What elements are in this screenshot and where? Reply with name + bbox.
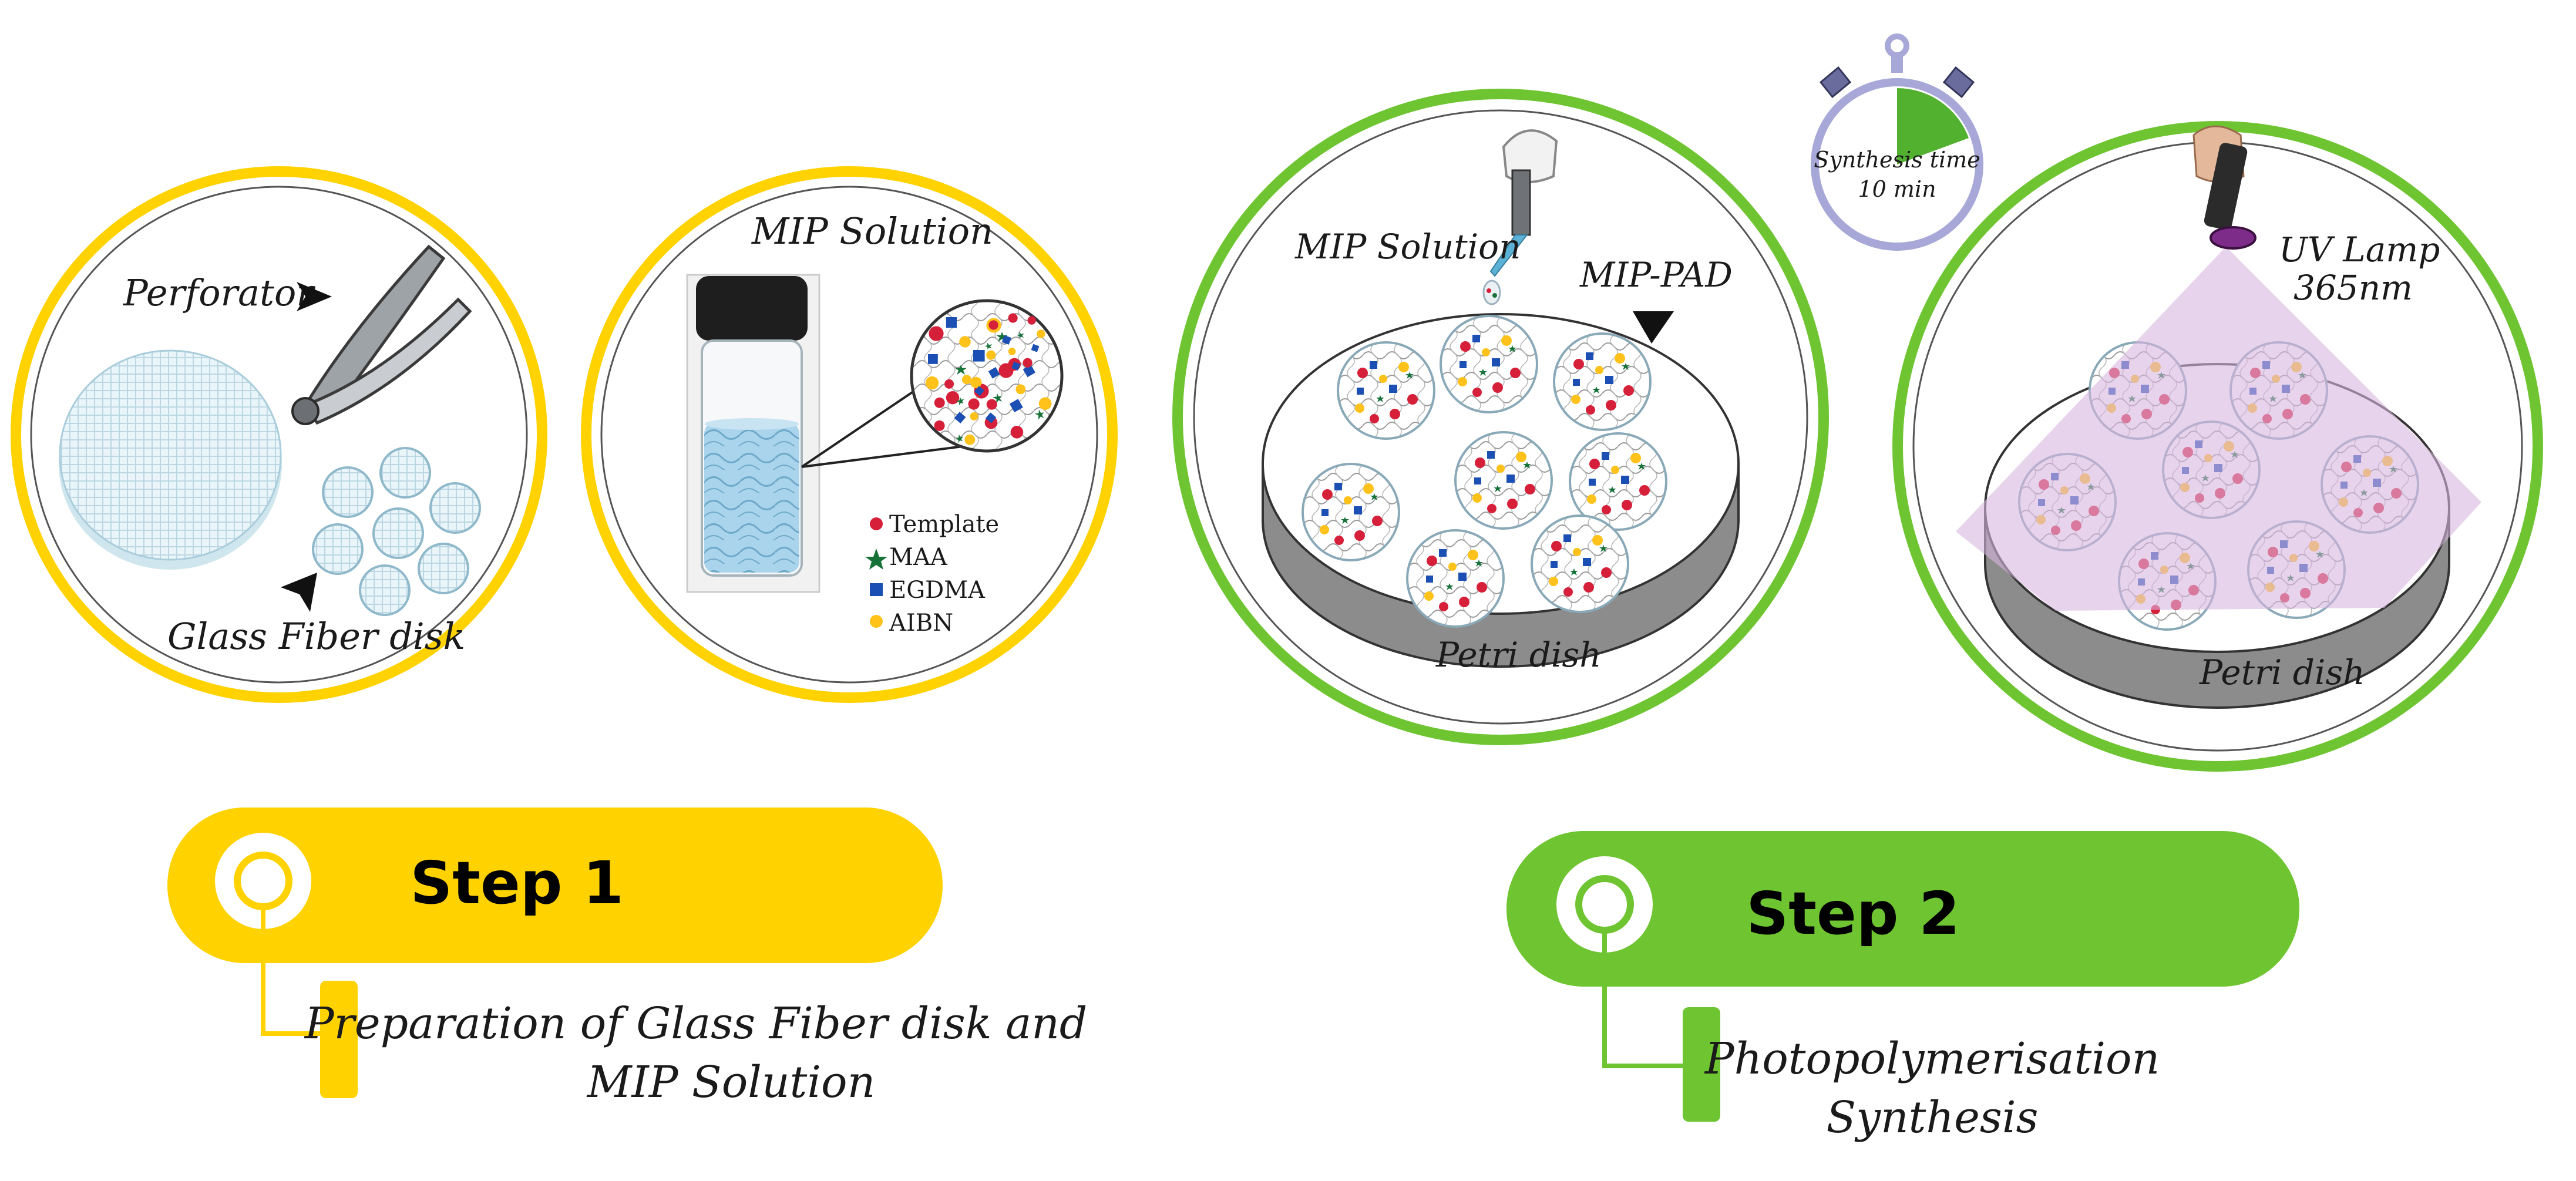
glass-fiber-sheet (59, 349, 282, 570)
glass-fiber-panel: Perforator Glass Fiber disk (11, 166, 547, 703)
maa-marker (865, 549, 887, 570)
magnified-solution (801, 299, 1064, 468)
step1-banner: Step 1 Preparation of Glass Fiber disk a… (167, 807, 1087, 1108)
pipette-icon (1482, 129, 1558, 305)
small-disks (312, 447, 481, 616)
step2-description-line1: Photopolymerisation (1704, 1034, 2160, 1084)
mip-solution-label: MIP Solution (751, 210, 993, 253)
step2-description-line2: Synthesis (1827, 1092, 2039, 1143)
aibn-marker (870, 615, 883, 628)
template-marker (870, 517, 883, 530)
mip-solution-panel: MIP Solution Template MAA EGDMA AIBN (581, 166, 1118, 703)
step1-title: Step 1 (410, 849, 624, 917)
arrow-icon (1633, 311, 1674, 344)
legend-maa: MAA (889, 544, 948, 571)
petri-dish-label-left: Petri dish (1435, 635, 1602, 675)
mip-pad-label: MIP-PAD (1579, 255, 1733, 295)
timer-line1: Synthesis time (1814, 147, 1980, 173)
step2-title: Step 2 (1746, 879, 1960, 948)
legend-egdma: EGDMA (889, 577, 986, 604)
uv-lamp-line2: 365nm (2293, 268, 2413, 308)
arrow-icon (281, 573, 317, 612)
arrow-icon (297, 282, 332, 311)
legend-aibn: AIBN (889, 610, 953, 637)
perforator-icon (291, 244, 472, 425)
stopwatch-icon: Synthesis time 10 min (1811, 33, 1983, 251)
mip-solution-label-step2: MIP Solution (1294, 227, 1521, 267)
legend-template: Template (889, 511, 999, 538)
legend: Template MAA EGDMA AIBN (865, 511, 999, 637)
glass-fiber-label: Glass Fiber disk (167, 615, 465, 658)
uv-panel: Petri dish UV Lamp 365nm (1892, 121, 2543, 772)
timer-line2: 10 min (1858, 176, 1936, 202)
uv-lamp-line1: UV Lamp (2279, 230, 2440, 270)
step1-description-line2: MIP Solution (586, 1057, 876, 1108)
step2-banner: Step 2 Photopolymerisation Synthesis (1506, 831, 2299, 1143)
egdma-marker (870, 583, 883, 596)
petri-dish-label-right: Petri dish (2199, 652, 2365, 692)
petri-dish-panel: Petri dish MIP Solution MIP-PAD (1172, 89, 1829, 745)
uv-light-beam (1956, 247, 2481, 611)
uv-lamp-icon (2192, 125, 2256, 250)
step1-description-line1: Preparation of Glass Fiber disk and (304, 998, 1088, 1049)
perforator-label: Perforator (123, 271, 315, 314)
vial-icon (686, 274, 820, 593)
